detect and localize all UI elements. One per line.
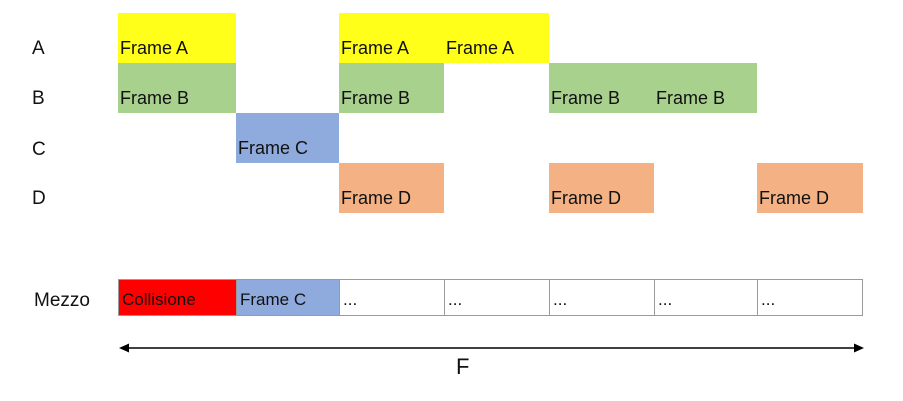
medium-cell-empty: ...	[444, 279, 550, 316]
frame-d-block: Frame D	[549, 163, 654, 213]
row-label-b: B	[32, 88, 45, 109]
frame-a-block: Frame A	[118, 13, 236, 63]
frame-b-block: Frame B	[339, 63, 444, 113]
frame-b-block: Frame B	[118, 63, 236, 113]
axis-label: F	[456, 354, 470, 379]
medium-label: Mezzo	[34, 290, 90, 311]
row-label-d: D	[32, 188, 46, 209]
medium-cell-collision: Collisione	[118, 279, 237, 316]
row-label-a: A	[32, 38, 45, 59]
medium-cell-empty: ...	[654, 279, 758, 316]
frame-b-block: Frame B	[654, 63, 757, 113]
frame-b-block: Frame B	[549, 63, 654, 113]
medium-cell-empty: ...	[757, 279, 863, 316]
medium-cell-frame-c: Frame C	[236, 279, 340, 316]
frame-a-block: Frame A	[444, 13, 549, 63]
medium-cell-empty: ...	[549, 279, 655, 316]
frame-a-block: Frame A	[339, 13, 444, 63]
frame-d-block: Frame D	[757, 163, 863, 213]
frame-c-block: Frame C	[236, 113, 339, 163]
row-label-c: C	[32, 139, 46, 160]
frame-d-block: Frame D	[339, 163, 444, 213]
medium-cell-empty: ...	[339, 279, 445, 316]
